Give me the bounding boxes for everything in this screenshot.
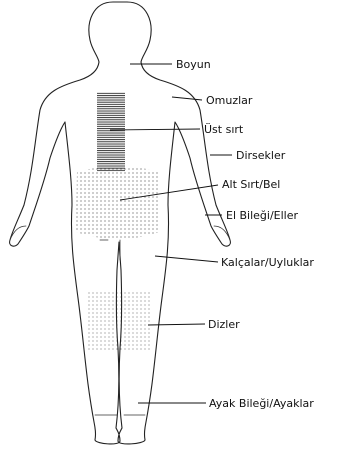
knees-dotted-region	[88, 292, 150, 352]
label-hips-thighs: Kalçalar/Uyluklar	[221, 256, 314, 269]
label-upper-back: Üst sırt	[204, 123, 244, 136]
knees-leader	[148, 324, 205, 325]
label-knees: Dizler	[208, 318, 240, 331]
upper-back-hatched-region	[97, 92, 125, 172]
label-wrists-hands: El Bileği/Eller	[226, 209, 299, 222]
lower-back-dotted-region	[76, 166, 160, 239]
label-shoulders: Omuzlar	[206, 94, 253, 107]
shoulders-leader	[172, 97, 202, 100]
label-elbows: Dirsekler	[236, 149, 286, 162]
hips-thighs-leader	[155, 256, 218, 262]
label-neck: Boyun	[176, 58, 211, 71]
label-lower-back: Alt Sırt/Bel	[222, 178, 280, 191]
label-ankles-feet: Ayak Bileği/Ayaklar	[209, 397, 314, 410]
